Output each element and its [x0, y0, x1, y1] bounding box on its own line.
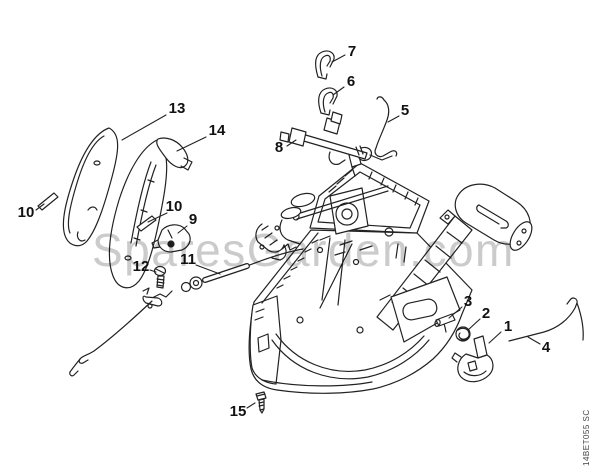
part-7-clip: [315, 50, 335, 80]
leader-line: [121, 114, 167, 141]
callout-label-9: 9: [189, 211, 197, 228]
callout-label-13: 13: [169, 100, 186, 117]
leader-line: [35, 203, 45, 211]
callout-label-8: 8: [275, 139, 283, 156]
leader-line: [286, 139, 297, 147]
callout-label-1: 1: [504, 318, 512, 335]
callout-labels: 7 6 5 8 13 14 10 10 9 12 11 3 2 1 4 15: [18, 43, 551, 420]
leader-line: [331, 54, 346, 63]
leader-line: [147, 212, 168, 223]
part-1-trigger: [451, 335, 494, 383]
part-12-screw: [153, 265, 167, 289]
part-14-handle-cover: [108, 137, 193, 289]
part-9-contact: [151, 224, 191, 253]
callout-label-3: 3: [464, 293, 472, 310]
leader-line: [195, 264, 221, 275]
leader-line: [387, 115, 400, 123]
leader-lines: [35, 54, 541, 409]
leader-line: [467, 318, 481, 331]
part-13-handle-cover: [62, 127, 119, 247]
part-15-screw: [255, 391, 267, 414]
callout-label-10-left: 10: [18, 204, 35, 221]
callout-label-5: 5: [401, 102, 409, 119]
part-5-wire: [374, 96, 398, 158]
main-housing: [248, 151, 533, 394]
part-11-throttle-cable: [69, 248, 304, 377]
callout-label-12: 12: [133, 258, 150, 275]
callout-label-7: 7: [348, 43, 356, 60]
leader-line: [527, 336, 541, 345]
part-4-rod: [508, 297, 584, 342]
leader-line: [246, 402, 256, 409]
diagram-code: 14BET055 SC: [582, 409, 591, 466]
leader-line: [177, 225, 188, 234]
callout-label-14: 14: [209, 122, 226, 139]
part-10-pin-left: [37, 192, 59, 211]
part-8-rail: [279, 111, 393, 165]
callout-label-15: 15: [230, 403, 247, 420]
leader-line: [332, 86, 345, 96]
callout-label-6: 6: [347, 73, 355, 90]
part-10-pin-right: [136, 215, 157, 232]
leader-line: [448, 306, 463, 319]
leader-line: [149, 269, 157, 273]
callout-label-2: 2: [482, 305, 490, 322]
leader-line: [488, 331, 502, 344]
part-2-spring: [455, 326, 471, 342]
leader-line: [176, 136, 207, 152]
part-6-clip: [318, 87, 338, 116]
callout-label-10-right: 10: [166, 198, 183, 215]
callout-label-4: 4: [542, 339, 551, 356]
callout-label-11: 11: [180, 251, 196, 268]
